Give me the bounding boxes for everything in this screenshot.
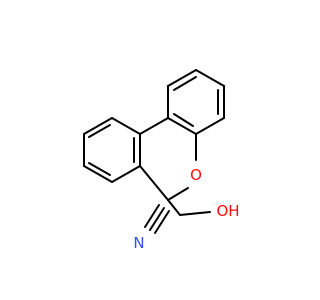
bond-double-inner bbox=[173, 113, 194, 127]
bond bbox=[111, 165, 141, 183]
bond bbox=[139, 165, 169, 201]
bond bbox=[111, 117, 141, 135]
bond bbox=[83, 165, 113, 183]
bond bbox=[195, 69, 225, 87]
nitrogen-label: N bbox=[133, 234, 144, 252]
bond bbox=[139, 117, 169, 135]
hydroxyl-label: OH bbox=[216, 202, 239, 220]
left-benzene-ring bbox=[83, 117, 141, 183]
bond bbox=[195, 117, 225, 135]
oxygen-ring-label: O bbox=[190, 166, 202, 184]
molecule-structure: O OH N bbox=[83, 69, 240, 252]
bond bbox=[167, 117, 197, 135]
bond-triple bbox=[149, 207, 165, 231]
bond-double-inner bbox=[173, 76, 197, 91]
bond-double-inner bbox=[88, 124, 111, 138]
bond bbox=[83, 117, 113, 135]
bond-triple bbox=[144, 204, 160, 228]
bond bbox=[167, 69, 197, 87]
top-benzene-ring bbox=[167, 69, 225, 135]
bond bbox=[167, 187, 189, 201]
bond bbox=[179, 211, 211, 216]
molecule-canvas: O OH N bbox=[83, 69, 240, 252]
bond-double-inner bbox=[88, 162, 111, 176]
bond bbox=[167, 199, 181, 216]
substituents bbox=[144, 199, 211, 234]
bond-triple bbox=[154, 210, 170, 234]
pyran-ring bbox=[139, 117, 197, 201]
